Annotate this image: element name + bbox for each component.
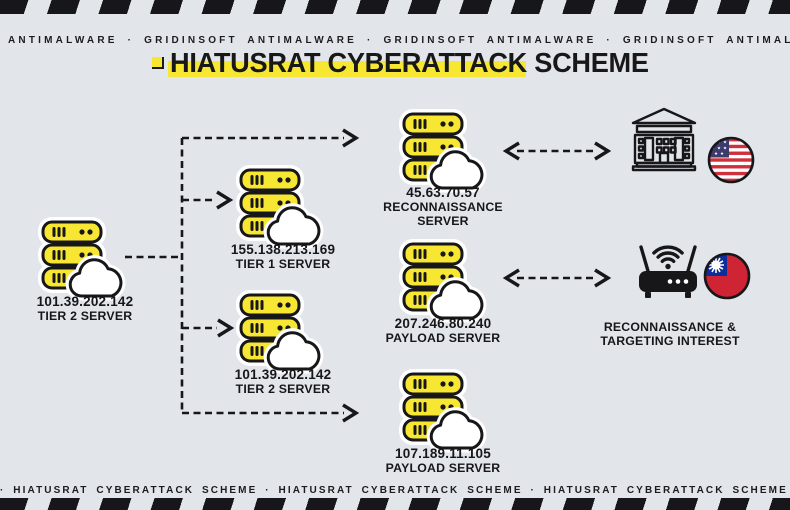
node-role: RECONNAISSANCE: [383, 200, 503, 215]
node-role: SERVER: [417, 214, 469, 229]
label-tier2-mid-server: 101.39.202.142 TIER 2 SERVER: [201, 367, 365, 396]
usa-flag-icon: [707, 136, 755, 184]
bottom-banner-text: · HIATUSRAT CYBERATTACK SCHEME · HIATUSR…: [0, 485, 790, 496]
server-stack-icon-tier1: [241, 170, 319, 244]
node-ip: 207.246.80.240: [394, 316, 492, 331]
label-recon-server: 45.63.70.57 RECONNAISSANCE SERVER: [353, 185, 533, 228]
label-payload-server-2: 107.189.11.105 PAYLOAD SERVER: [353, 446, 533, 475]
node-ip: 101.39.202.142: [36, 294, 134, 309]
node-ip: 155.138.213.169: [230, 242, 336, 257]
label-payload-server-1: 207.246.80.240 PAYLOAD SERVER: [353, 316, 533, 345]
page-title: HIATUSRAT CYBERATTACK SCHEME: [170, 47, 649, 78]
node-ip: 101.39.202.142: [234, 367, 332, 382]
node-role: TIER 1 SERVER: [235, 257, 331, 272]
node-ip: 45.63.70.57: [406, 185, 480, 200]
node-role: TIER 2 SERVER: [235, 382, 331, 397]
server-stack-icon-payload2: [404, 374, 482, 448]
label-tier1-server: 155.138.213.169 TIER 1 SERVER: [201, 242, 365, 271]
title-highlight-bar: [168, 61, 526, 77]
node-ip: 107.189.11.105: [395, 446, 491, 461]
node-role: PAYLOAD SERVER: [385, 461, 501, 476]
taiwan-flag-icon: [703, 252, 751, 300]
top-stripe-border: [0, 0, 790, 14]
top-banner-text: ANTIMALWARE · GRIDINSOFT ANTIMALWARE · G…: [8, 35, 790, 46]
connector-lines: [125, 136, 597, 415]
target-caption: TARGETING INTEREST: [600, 334, 740, 349]
wifi-router-icon: [639, 245, 697, 298]
server-stack-icon-recon: [404, 114, 482, 188]
title-bullet-square: [152, 57, 164, 69]
arrow-heads: [216, 128, 612, 423]
attack-scheme-diagram: [0, 107, 755, 485]
label-targeting-interest: RECONNAISSANCE & TARGETING INTEREST: [568, 320, 772, 348]
node-role: PAYLOAD SERVER: [385, 331, 501, 346]
bottom-stripe-border: [0, 498, 790, 510]
server-stack-icon-tier2-mid: [241, 295, 319, 369]
node-role: TIER 2 SERVER: [37, 309, 133, 324]
target-caption: RECONNAISSANCE &: [603, 320, 737, 334]
server-stack-icon-tier2-left: [43, 222, 121, 296]
server-stack-icon-payload1: [404, 244, 482, 318]
label-tier2-left-server: 101.39.202.142 TIER 2 SERVER: [2, 294, 168, 323]
bank-building-icon: [631, 107, 697, 172]
